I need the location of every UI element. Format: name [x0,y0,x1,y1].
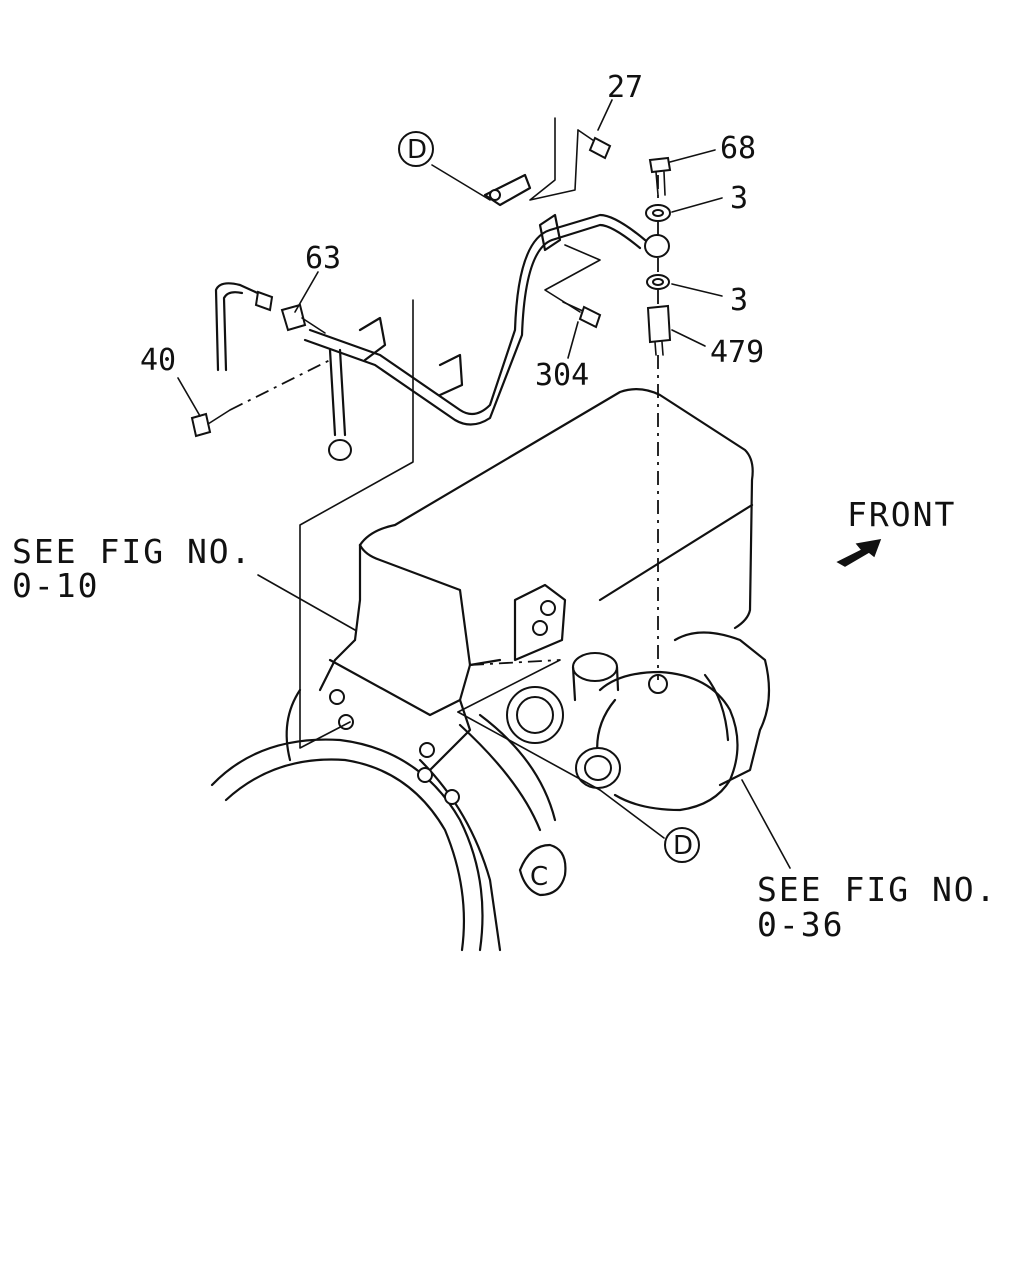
leader-lines [177,99,791,869]
part-label-27: 27 [607,70,643,105]
alignment-lines [229,117,659,791]
fasteners [190,129,672,438]
part-label-40: 40 [140,343,176,378]
see-fig-note-left-line1: SEE FIG NO. [12,532,253,571]
part-label-479: 479 [710,335,764,370]
see-fig-note-left-line2: 0-10 [12,566,99,605]
part-label-63: 63 [305,241,341,276]
engine-housing: C [210,388,754,952]
part-label-3-upper: 3 [730,181,748,216]
see-fig-note-right-line2: 0-36 [757,905,844,944]
oil-feed-pipe [214,173,670,461]
part-label-3-lower: 3 [730,283,748,318]
svg-text:C: C [530,862,548,892]
ref-marker-d-bottom: D [664,827,700,863]
ref-marker-d-top-text: D [407,135,427,165]
arrow-front-icon [836,539,882,567]
ref-marker-d-top: D [398,131,434,167]
ref-marker-d-bottom-text: D [673,831,693,861]
front-direction-label: FRONT [847,495,956,534]
turbocharger [506,631,771,812]
part-label-304: 304 [535,358,589,393]
see-fig-note-right-line1: SEE FIG NO. [757,870,998,909]
part-label-68: 68 [720,131,756,166]
